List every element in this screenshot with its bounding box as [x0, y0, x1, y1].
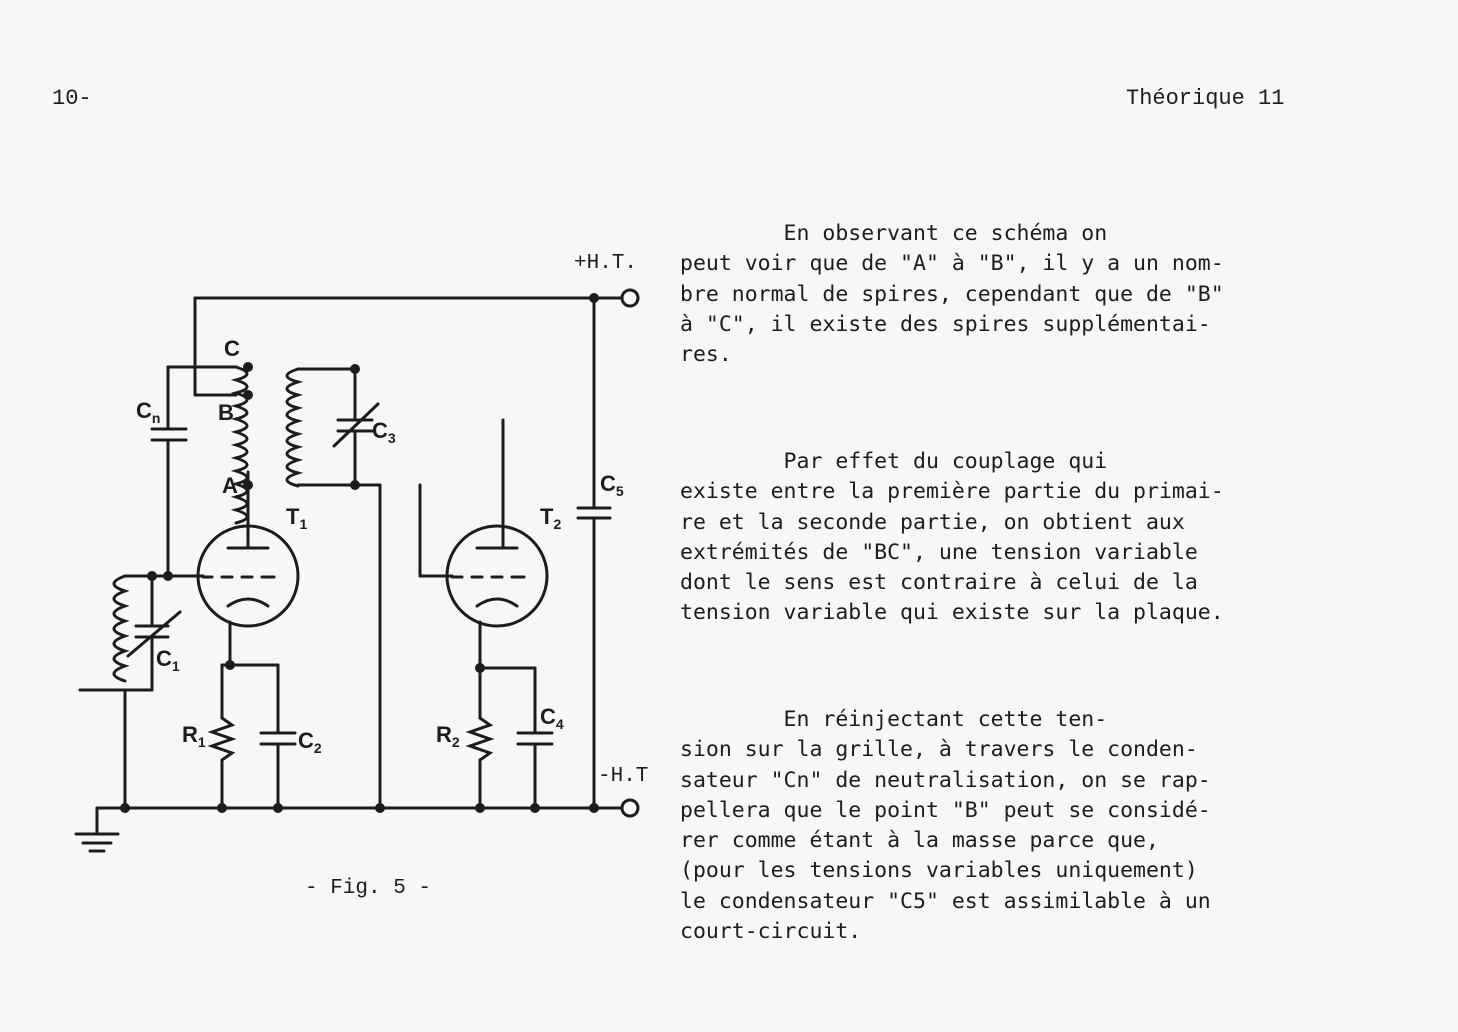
r1-label: R1 [182, 722, 206, 750]
node-c-label: C [224, 336, 240, 361]
text-line: le condensateur "C5" est assimilable à u… [680, 888, 1211, 914]
coil-input [112, 574, 130, 683]
t2-label: T2 [540, 504, 561, 532]
figure-caption: - Fig. 5 - [305, 877, 432, 900]
ht-plus-label: +H.T. [574, 252, 638, 275]
text-line: bre normal de spires, cependant que de "… [680, 281, 1224, 307]
text-line: re et la seconde partie, on obtient aux [680, 509, 1185, 535]
r2-label: R2 [436, 722, 460, 750]
c1-label: C1 [156, 646, 180, 674]
text-line: En observant ce schéma on [680, 221, 1108, 246]
coil-secondary [285, 367, 304, 488]
text-line: court-circuit. [680, 919, 862, 945]
paragraph-3: En réinjectant cette ten- sion sur la gr… [680, 705, 1330, 947]
text-line: dont le sens est contraire à celui de la [680, 570, 1198, 596]
terminal-ht-minus [620, 798, 640, 818]
paragraph-2: Par effet du couplage qui existe entre l… [680, 447, 1330, 629]
coil-primary [230, 365, 249, 525]
terminal-ht-plus [620, 288, 640, 308]
c2-label: C2 [298, 728, 322, 756]
text-line: rer comme étant à la masse parce que, [680, 828, 1159, 854]
page-header-right: Théorique 11 [1126, 86, 1285, 111]
text-line: peut voir que de "A" à "B", il y a un no… [680, 251, 1224, 277]
text-line: pellera que le point "B" peut se considé… [680, 797, 1211, 823]
c5-label: C5 [600, 471, 624, 499]
text-line: res. [680, 342, 732, 368]
text-line: extrémités de "BC", une tension variable [680, 539, 1198, 565]
c3-label: C3 [372, 418, 396, 446]
resistor-r1 [207, 716, 237, 762]
c4-label: C4 [540, 704, 564, 732]
text-line: sion sur la grille, à travers le conden- [680, 737, 1198, 763]
cn-label: Cn [136, 398, 160, 426]
resistor-r2 [465, 716, 495, 762]
text-line: (pour les tensions variables uniquement) [680, 858, 1198, 884]
node-b-label: B [218, 400, 234, 425]
text-line: sateur "Cn" de neutralisation, on se rap… [680, 767, 1211, 793]
t1-label: T1 [286, 504, 307, 532]
tube-t2 [445, 524, 549, 628]
text-line: tension variable qui existe sur la plaqu… [680, 600, 1224, 626]
text-line: existe entre la première partie du prima… [680, 479, 1224, 505]
node-a-label: A [222, 473, 238, 498]
text-line: à "C", il existe des spires supplémentai… [680, 311, 1211, 337]
text-line: En réinjectant cette ten- [680, 707, 1108, 732]
ht-minus-label: -H.T [598, 765, 649, 788]
text-line: Par effet du couplage qui [680, 449, 1108, 474]
paragraph-1: En observant ce schéma on peut voir que … [680, 219, 1330, 370]
page-number-left: 10- [52, 86, 92, 111]
